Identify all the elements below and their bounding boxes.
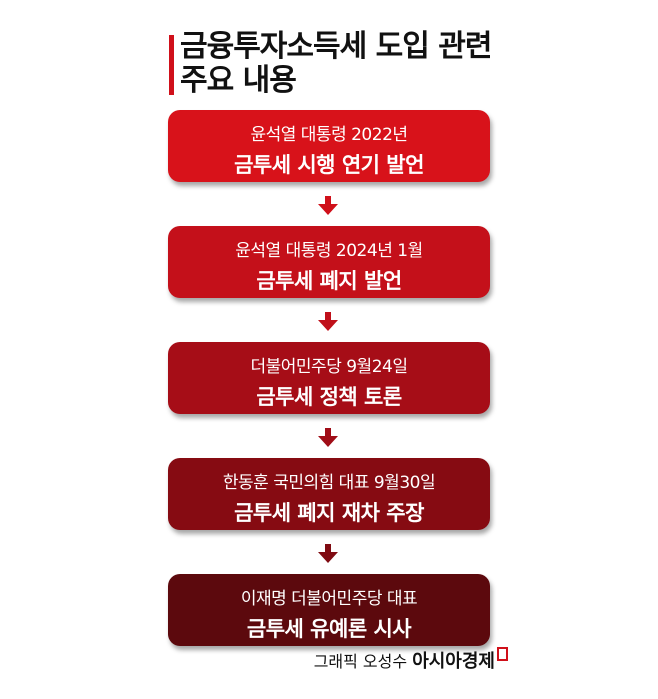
brand-mark-icon xyxy=(497,647,508,661)
step-title: 금투세 폐지 발언 xyxy=(256,269,402,293)
step-title: 금투세 시행 연기 발언 xyxy=(234,153,424,177)
brand-logo: 아시아경제 xyxy=(412,651,495,672)
title-line-2: 주요 내용 xyxy=(180,63,297,98)
step-subtitle: 윤석열 대통령 2024년 1월 xyxy=(235,241,423,261)
step-title: 금투세 정책 토론 xyxy=(256,385,402,409)
timeline-step-1: 윤석열 대통령 2022년 금투세 시행 연기 발언 xyxy=(168,110,490,182)
step-title: 금투세 폐지 재차 주장 xyxy=(234,501,424,525)
step-subtitle: 윤석열 대통령 2022년 xyxy=(250,125,408,145)
arrow-down-icon xyxy=(318,312,338,331)
arrow-down-icon xyxy=(318,544,338,563)
timeline-step-4: 한동훈 국민의힘 대표 9월30일 금투세 폐지 재차 주장 xyxy=(168,458,490,530)
step-subtitle: 더불어민주당 9월24일 xyxy=(250,357,408,377)
timeline-step-5: 이재명 더불어민주당 대표 금투세 유예론 시사 xyxy=(168,574,490,646)
step-title: 금투세 유예론 시사 xyxy=(246,617,412,641)
step-subtitle: 한동훈 국민의힘 대표 9월30일 xyxy=(222,473,436,493)
title-line-1: 금융투자소득세 도입 관련 xyxy=(180,29,492,64)
timeline-step-3: 더불어민주당 9월24일 금투세 정책 토론 xyxy=(168,342,490,414)
arrow-down-icon xyxy=(318,428,338,447)
page-title: 금융투자소득세 도입 관련 주요 내용 xyxy=(180,30,492,98)
step-subtitle: 이재명 더불어민주당 대표 xyxy=(240,589,418,609)
timeline-step-2: 윤석열 대통령 2024년 1월 금투세 폐지 발언 xyxy=(168,226,490,298)
arrow-down-icon xyxy=(318,196,338,215)
title-accent-bar xyxy=(169,35,174,95)
credit: 그래픽 오성수 아시아경제 xyxy=(314,647,508,673)
graphic-credit: 그래픽 오성수 xyxy=(313,652,408,671)
